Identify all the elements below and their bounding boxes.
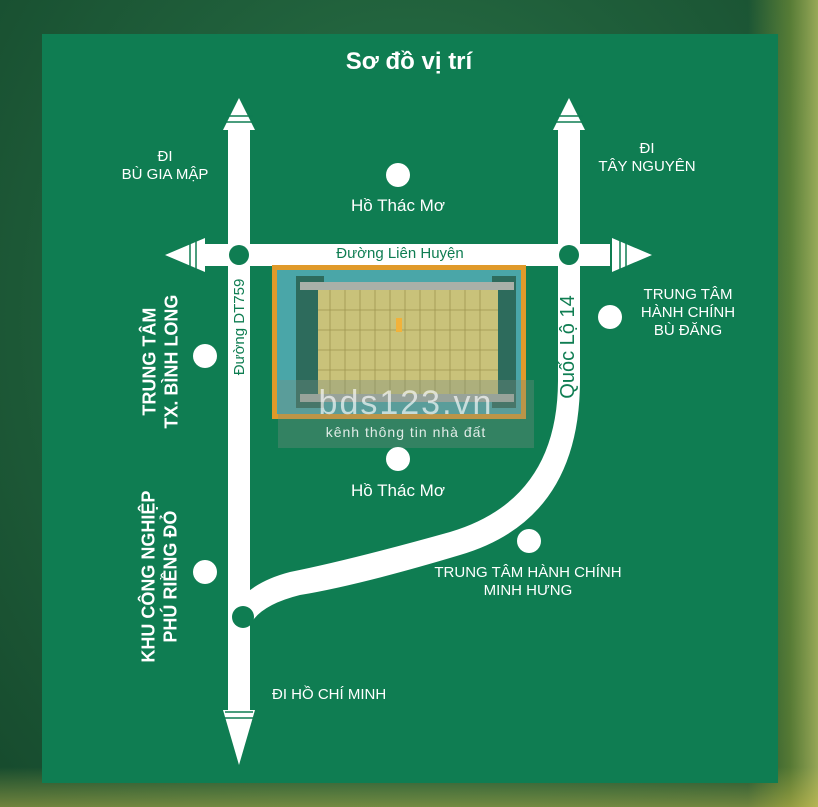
junction-bottom <box>232 606 254 628</box>
label-binh-long-line2: TX. BÌNH LONG <box>161 294 181 429</box>
label-khu-cong-nghiep-line2: PHÚ RIỀNG ĐỎ <box>160 510 180 643</box>
poi-minh-hung-marker <box>517 529 541 553</box>
label-minh-hung-line2: MINH HƯNG <box>483 582 573 599</box>
label-bu-gia-map: ĐI BÙ GIA MẬP <box>100 148 230 184</box>
label-binh-long-line1: TRUNG TÂM <box>139 307 160 416</box>
label-di-ho-chi-minh: ĐI HỒ CHÍ MINH <box>272 686 387 703</box>
label-bu-dang: TRUNG TÂM HÀNH CHÍNH BÙ ĐĂNG <box>628 286 748 340</box>
label-duong-lien-huyen: Đường Liên Huyện <box>336 245 464 262</box>
label-tay-nguyen-line1: ĐI <box>639 140 655 157</box>
watermark-tagline: kênh thông tin nhà đất <box>325 424 487 440</box>
label-bu-gia-map-line1: ĐI <box>157 148 173 165</box>
label-tay-nguyen: ĐI TÂY NGUYÊN <box>582 140 712 176</box>
label-duong-dt759: Đường DT759 <box>231 278 248 376</box>
poi-ho-thac-mo-top-marker <box>386 163 410 187</box>
label-bu-gia-map-line2: BÙ GIA MẬP <box>121 166 209 183</box>
watermark-brand: bds123.vn <box>318 384 494 422</box>
poi-binh-long-marker <box>193 344 217 368</box>
label-bu-dang-line3: BÙ ĐĂNG <box>653 322 723 339</box>
junction-left <box>229 245 249 265</box>
label-minh-hung: TRUNG TÂM HÀNH CHÍNH MINH HƯNG <box>418 564 638 600</box>
poi-bu-dang-marker <box>598 305 622 329</box>
road-lien-huyen <box>165 238 652 272</box>
road-dt759 <box>223 98 255 765</box>
label-ho-thac-mo-top: Hồ Thác Mơ <box>351 196 445 215</box>
poi-ho-thac-mo-bottom-marker <box>386 447 410 471</box>
label-binh-long: TRUNG TÂM TX. BÌNH LONG <box>139 267 182 457</box>
label-bu-dang-line2: HÀNH CHÍNH <box>640 304 736 321</box>
site-plan <box>272 265 526 419</box>
watermark: bds123.vn kênh thông tin nhà đất <box>278 380 534 448</box>
label-khu-cong-nghiep: KHU CÔNG NGHIỆP PHÚ RIỀNG ĐỎ <box>138 467 181 687</box>
page-title: Sơ đồ vị trí <box>345 48 473 75</box>
label-quoc-lo-14: Quốc Lộ 14 <box>557 295 579 399</box>
poi-khu-cong-nghiep-marker <box>193 560 217 584</box>
junction-right <box>559 245 579 265</box>
label-tay-nguyen-line2: TÂY NGUYÊN <box>598 158 696 175</box>
label-ho-thac-mo-bottom: Hồ Thác Mơ <box>351 481 445 500</box>
label-khu-cong-nghiep-line1: KHU CÔNG NGHIỆP <box>138 490 159 663</box>
label-bu-dang-line1: TRUNG TÂM <box>643 286 733 303</box>
label-minh-hung-line1: TRUNG TÂM HÀNH CHÍNH <box>434 564 622 581</box>
road-ql14 <box>228 98 585 660</box>
